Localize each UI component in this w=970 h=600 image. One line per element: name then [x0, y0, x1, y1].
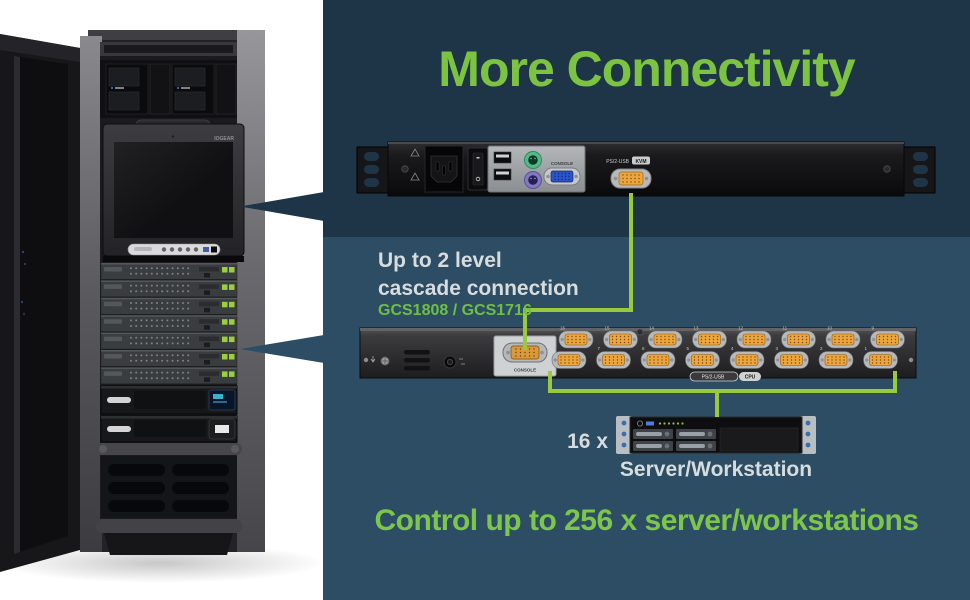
blank-plate: [215, 63, 237, 115]
info-panel-top-band: [323, 0, 970, 237]
ups-unit-1: [100, 385, 238, 415]
cascade-caption-line1: Up to 2 level: [378, 249, 502, 272]
vent-slots: [404, 350, 430, 371]
rack-kvm-unit: [100, 297, 238, 315]
svg-text:13: 13: [694, 326, 700, 331]
footer-caption: Control up to 256 x server/workstations: [374, 504, 919, 537]
svg-text:14: 14: [649, 326, 655, 331]
rack-kvm-unit: [100, 280, 238, 298]
rack-lower-frame: [96, 443, 242, 455]
floor-shadow: [0, 543, 323, 583]
kvm-uplink-port: PS/2-USB KVM: [606, 156, 652, 189]
server-status-strip: [636, 420, 684, 427]
server-illustration: [616, 416, 816, 454]
rack-side-panel: [237, 30, 265, 552]
screw: [883, 165, 891, 173]
ups-unit-2: [100, 415, 238, 443]
svg-text:15: 15: [605, 326, 611, 331]
console-port-area: CONSOLE: [493, 335, 557, 377]
server-label: Server/Workstation: [619, 458, 813, 481]
kvm-port-label: PS/2-USB: [606, 159, 629, 165]
console-connector-panel: CONSOLE: [487, 145, 586, 193]
rack-kvm-unit: [100, 367, 238, 385]
lcd-console-drawer: IOGEAR: [102, 119, 245, 262]
cpu-ports-badge: PS/2-USB CPU: [689, 371, 761, 382]
usb-ports: [493, 151, 512, 181]
svg-text:CPU: CPU: [745, 375, 756, 381]
console-label: CONSOLE: [551, 161, 573, 166]
rack-kvm-unit: [100, 349, 238, 367]
screw: [401, 165, 409, 173]
vent-panel: [101, 456, 237, 518]
kvm-switch-stack: [100, 262, 238, 385]
svg-text:5: 5: [687, 346, 690, 351]
server-count: 16 x: [567, 430, 608, 453]
rack-kvm-unit: [100, 262, 238, 280]
drive-module: [105, 63, 149, 115]
rack-top-modules: [100, 60, 237, 118]
rack-kvm-unit: [100, 332, 238, 350]
svg-text:6: 6: [642, 346, 645, 351]
vga-console-port: [543, 167, 581, 186]
rack-door: [0, 34, 80, 572]
page-title: More Connectivity: [438, 41, 855, 97]
webcam-dot: [171, 134, 175, 139]
svg-text:10: 10: [827, 326, 833, 331]
monitor-brand-logo: IOGEAR: [214, 136, 234, 142]
monitor-control-bar: [127, 243, 221, 256]
svg-text:2: 2: [820, 346, 823, 351]
power-inlet: [424, 145, 464, 193]
cascade-caption-line2: cascade connection: [378, 277, 579, 300]
drive-caddies: [633, 429, 716, 451]
dc-power-jack: [443, 355, 465, 369]
rack-ear-right: [900, 146, 936, 194]
side-nut: [908, 357, 914, 363]
svg-text:12: 12: [738, 326, 744, 331]
svg-text:9: 9: [872, 326, 875, 331]
rack-hinge-post: [80, 36, 102, 552]
ps2-keyboard-port: [524, 171, 542, 189]
rack-kvm-unit: [100, 314, 238, 332]
kvm-console-rear-panel: POWER CONSOLE: [356, 141, 936, 197]
door-reflection-leds: [20, 250, 27, 316]
grounding-screw: [370, 356, 390, 366]
warning-icons: [410, 148, 420, 181]
svg-text:PS/2-USB: PS/2-USB: [702, 375, 725, 381]
ps2-mouse-port: [524, 151, 542, 169]
server-rack-photo: IOGEAR: [0, 30, 323, 583]
rack-base: [96, 519, 242, 555]
drive-module: [171, 63, 215, 115]
svg-text:16: 16: [560, 326, 566, 331]
screw: [636, 328, 644, 336]
rack-ear-left: [356, 146, 392, 194]
console-label: CONSOLE: [514, 368, 536, 373]
cascade-caption: Up to 2 level cascade connection: [378, 247, 579, 303]
svg-text:11: 11: [783, 326, 788, 331]
svg-text:3: 3: [776, 346, 779, 351]
svg-text:4: 4: [731, 346, 734, 351]
server-mesh-vent: [720, 428, 798, 451]
blank-plate: [149, 63, 171, 115]
kvm-badge: [632, 156, 650, 165]
side-nut: [363, 357, 369, 363]
device1-body: [387, 141, 905, 197]
svg-text:KVM: KVM: [635, 159, 646, 165]
svg-text:1: 1: [865, 346, 868, 351]
model-numbers: GCS1808 / GCS1716: [378, 302, 532, 319]
